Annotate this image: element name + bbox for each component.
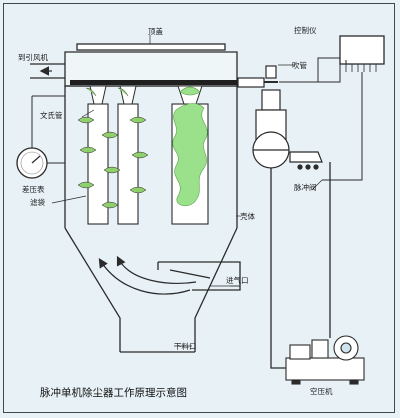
label-compressor: 空压机: [310, 386, 333, 396]
label-pulse-valve: 脉冲阀: [294, 182, 317, 192]
pressure-gauge: [16, 95, 65, 179]
wiring: [279, 57, 363, 181]
air-supply-line: [270, 162, 331, 369]
airflow-leaves: [77, 87, 149, 209]
air-compressor: [285, 335, 365, 385]
label-top-cover: 顶盖: [148, 26, 163, 36]
pulse-valve: [289, 151, 323, 163]
controller: [339, 35, 385, 72]
collector-housing: [64, 43, 241, 353]
label-venturi: 文氏管: [40, 110, 63, 120]
leader-lines: [51, 35, 323, 347]
label-blow-pipe: 吹管: [292, 60, 307, 70]
top-cover: [76, 43, 226, 51]
label-controller: 控制仪: [294, 25, 317, 35]
dust-cloud: [172, 86, 208, 207]
label-to-fan: 到引风机: [18, 52, 48, 62]
pulse-valve-assembly: [252, 65, 323, 170]
inlet-flow-arrows: [98, 255, 211, 295]
diagram-frame: [3, 3, 395, 413]
label-filter-bag: 滤袋: [30, 197, 45, 207]
label-air-inlet: 进气口: [226, 275, 249, 285]
label-discharge: 下料口: [174, 341, 197, 351]
blow-pipe: [70, 77, 278, 88]
fan-outlet: [30, 63, 65, 79]
label-shell: 壳体: [240, 211, 255, 221]
diagram-caption: 脉冲单机除尘器工作原理示意图: [40, 386, 187, 399]
valve-upper: [261, 89, 281, 111]
label-pressure-gauge: 差压表: [22, 184, 45, 194]
